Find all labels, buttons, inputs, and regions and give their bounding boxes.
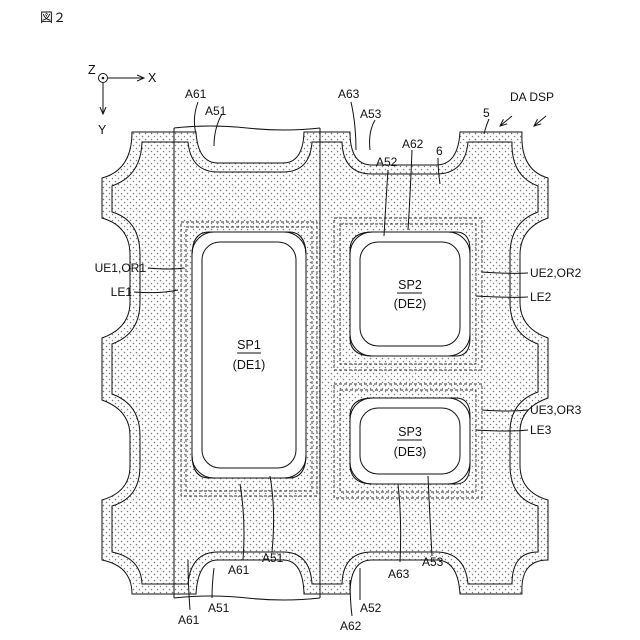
label-ue1-or1: UE1,OR1	[95, 261, 147, 275]
z-axis-label: Z	[88, 63, 96, 77]
figure-title: 図２	[40, 11, 66, 26]
label-5: 5	[483, 106, 490, 120]
x-axis-label: X	[148, 71, 157, 85]
label-a52-top: A52	[376, 155, 398, 169]
label-a53-mid: A53	[422, 555, 444, 569]
label-a52-bot: A52	[360, 601, 382, 615]
label-a51-bot: A51	[208, 601, 230, 615]
coordinate-axes: Z X Y	[88, 63, 157, 137]
label-a51-mid: A51	[262, 551, 284, 565]
label-a62-top: A62	[402, 137, 424, 151]
label-ue3-or3: UE3,OR3	[530, 403, 582, 417]
de2-label: (DE2)	[394, 297, 427, 311]
sp2-label: SP2	[398, 278, 422, 292]
sp1-label: SP1	[237, 338, 261, 352]
y-axis-label: Y	[98, 123, 107, 137]
subpixel-2: SP2 (DE2)	[334, 218, 482, 370]
label-ue2-or2: UE2,OR2	[530, 266, 582, 280]
label-a61-mid: A61	[228, 563, 250, 577]
label-a62-bot: A62	[340, 619, 362, 633]
label-le3: LE3	[530, 423, 552, 437]
sp3-label: SP3	[398, 425, 422, 439]
label-a51-top: A51	[205, 104, 227, 118]
label-a63-top: A63	[338, 87, 360, 101]
label-6: 6	[436, 144, 443, 158]
label-le1: LE1	[111, 285, 133, 299]
label-da-dsp: DA DSP	[510, 90, 554, 104]
label-a53-top: A53	[360, 107, 382, 121]
de1-label: (DE1)	[233, 358, 266, 372]
de3-label: (DE3)	[394, 445, 427, 459]
label-a63-mid: A63	[388, 567, 410, 581]
label-le2: LE2	[530, 290, 552, 304]
display-panel	[102, 132, 548, 594]
label-a61-bot: A61	[178, 613, 200, 627]
label-a61-top: A61	[185, 87, 207, 101]
subpixel-1: SP1 (DE1)	[181, 222, 317, 496]
